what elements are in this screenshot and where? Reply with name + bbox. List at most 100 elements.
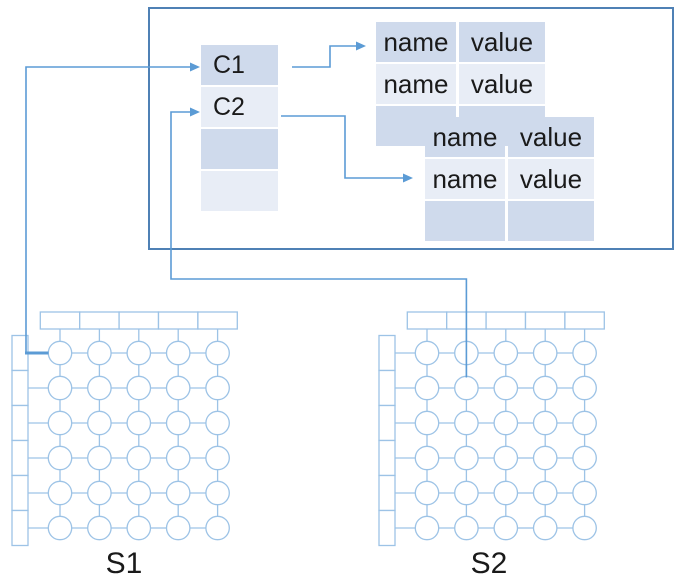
kv1-row1-name: name [376,22,456,62]
node-circle [414,410,440,436]
node-circle [454,480,479,506]
node-circle [87,410,112,436]
node-circle [165,480,191,506]
cue-cell-c1: C1 [201,45,278,85]
node-circle [165,375,191,401]
node-circle [572,410,597,436]
node-circle [205,480,230,506]
kv2-row1-value: value [508,117,594,157]
top-port-cell [564,311,605,330]
node-circle [165,445,191,471]
top-port-cell [446,311,487,330]
left-port-cell [11,334,29,372]
kv2-row1-name: name [425,117,505,157]
top-port-cell [39,311,81,330]
node-circle [454,410,479,436]
node-circle [87,480,112,506]
top-port-cell [157,311,199,330]
kv1-row2-value: value [459,64,545,104]
node-circle [126,410,152,436]
kv2-row2-value: value [508,159,594,199]
node-circle [126,375,152,401]
node-circle [47,375,73,401]
node-circle [493,375,519,401]
node-circle [47,480,73,506]
node-circle [165,515,191,541]
cue-cell-c2: C2 [201,87,278,127]
left-port-cell [378,369,396,407]
top-port-cell [118,311,160,330]
kv2-row3-name [425,201,505,241]
kv2-row3-value [508,201,594,241]
node-circle [205,445,230,471]
node-circle [532,410,558,436]
node-circle [572,375,597,401]
node-circle [572,515,597,541]
top-port-cell [79,311,120,330]
sheet-s1-label: S1 [105,547,143,580]
kv2-row2-name: name [425,159,505,199]
node-circle [205,340,230,366]
cue-cell-empty-2 [201,171,278,211]
kv1-row2-name: name [376,64,456,104]
node-circle [414,375,440,401]
node-circle [414,445,440,471]
left-port-cell [11,404,29,442]
node-circle [414,480,440,506]
node-circle [47,515,73,541]
left-port-cell [378,334,396,372]
node-circle [47,410,73,436]
kv1-row1-value: value [459,22,545,62]
node-circle [126,445,152,471]
node-circle [414,515,440,541]
top-port-cell [406,311,448,330]
left-port-cell [11,369,29,407]
node-circle [493,340,519,366]
node-circle [493,480,519,506]
node-circle [126,480,152,506]
sheet-s2-label: S2 [470,547,508,580]
node-circle [532,515,558,541]
left-port-cell [378,509,396,547]
node-circle [572,480,597,506]
node-circle [205,515,230,541]
node-circle [414,340,440,366]
node-circle [572,445,597,471]
node-circle [454,445,479,471]
kv-table-2: name value name value [425,117,594,241]
node-circle [87,515,112,541]
cue-table: C1 C2 [201,45,278,211]
node-circle [47,340,73,366]
node-circle [454,340,479,366]
node-circle [572,340,597,366]
top-port-cell [197,311,238,330]
left-port-cell [11,474,29,512]
left-port-cell [378,439,396,477]
left-port-cell [11,509,29,547]
node-circle [493,515,519,541]
node-circle [532,340,558,366]
node-circle [532,480,558,506]
node-circle [205,375,230,401]
node-circle [454,515,479,541]
cue-cell-empty-1 [201,129,278,169]
node-circle [493,410,519,436]
node-circle [47,445,73,471]
sheet-s1-grid [11,311,238,547]
node-circle [454,375,479,401]
node-circle [87,375,112,401]
node-circle [87,340,112,366]
node-circle [165,410,191,436]
top-port-cell [524,311,566,330]
node-circle [87,445,112,471]
left-port-cell [378,474,396,512]
node-circle [532,445,558,471]
sheet-s2-grid [378,311,605,547]
left-port-cell [378,404,396,442]
node-circle [205,410,230,436]
node-circle [532,375,558,401]
node-circle [493,445,519,471]
node-circle [126,515,152,541]
